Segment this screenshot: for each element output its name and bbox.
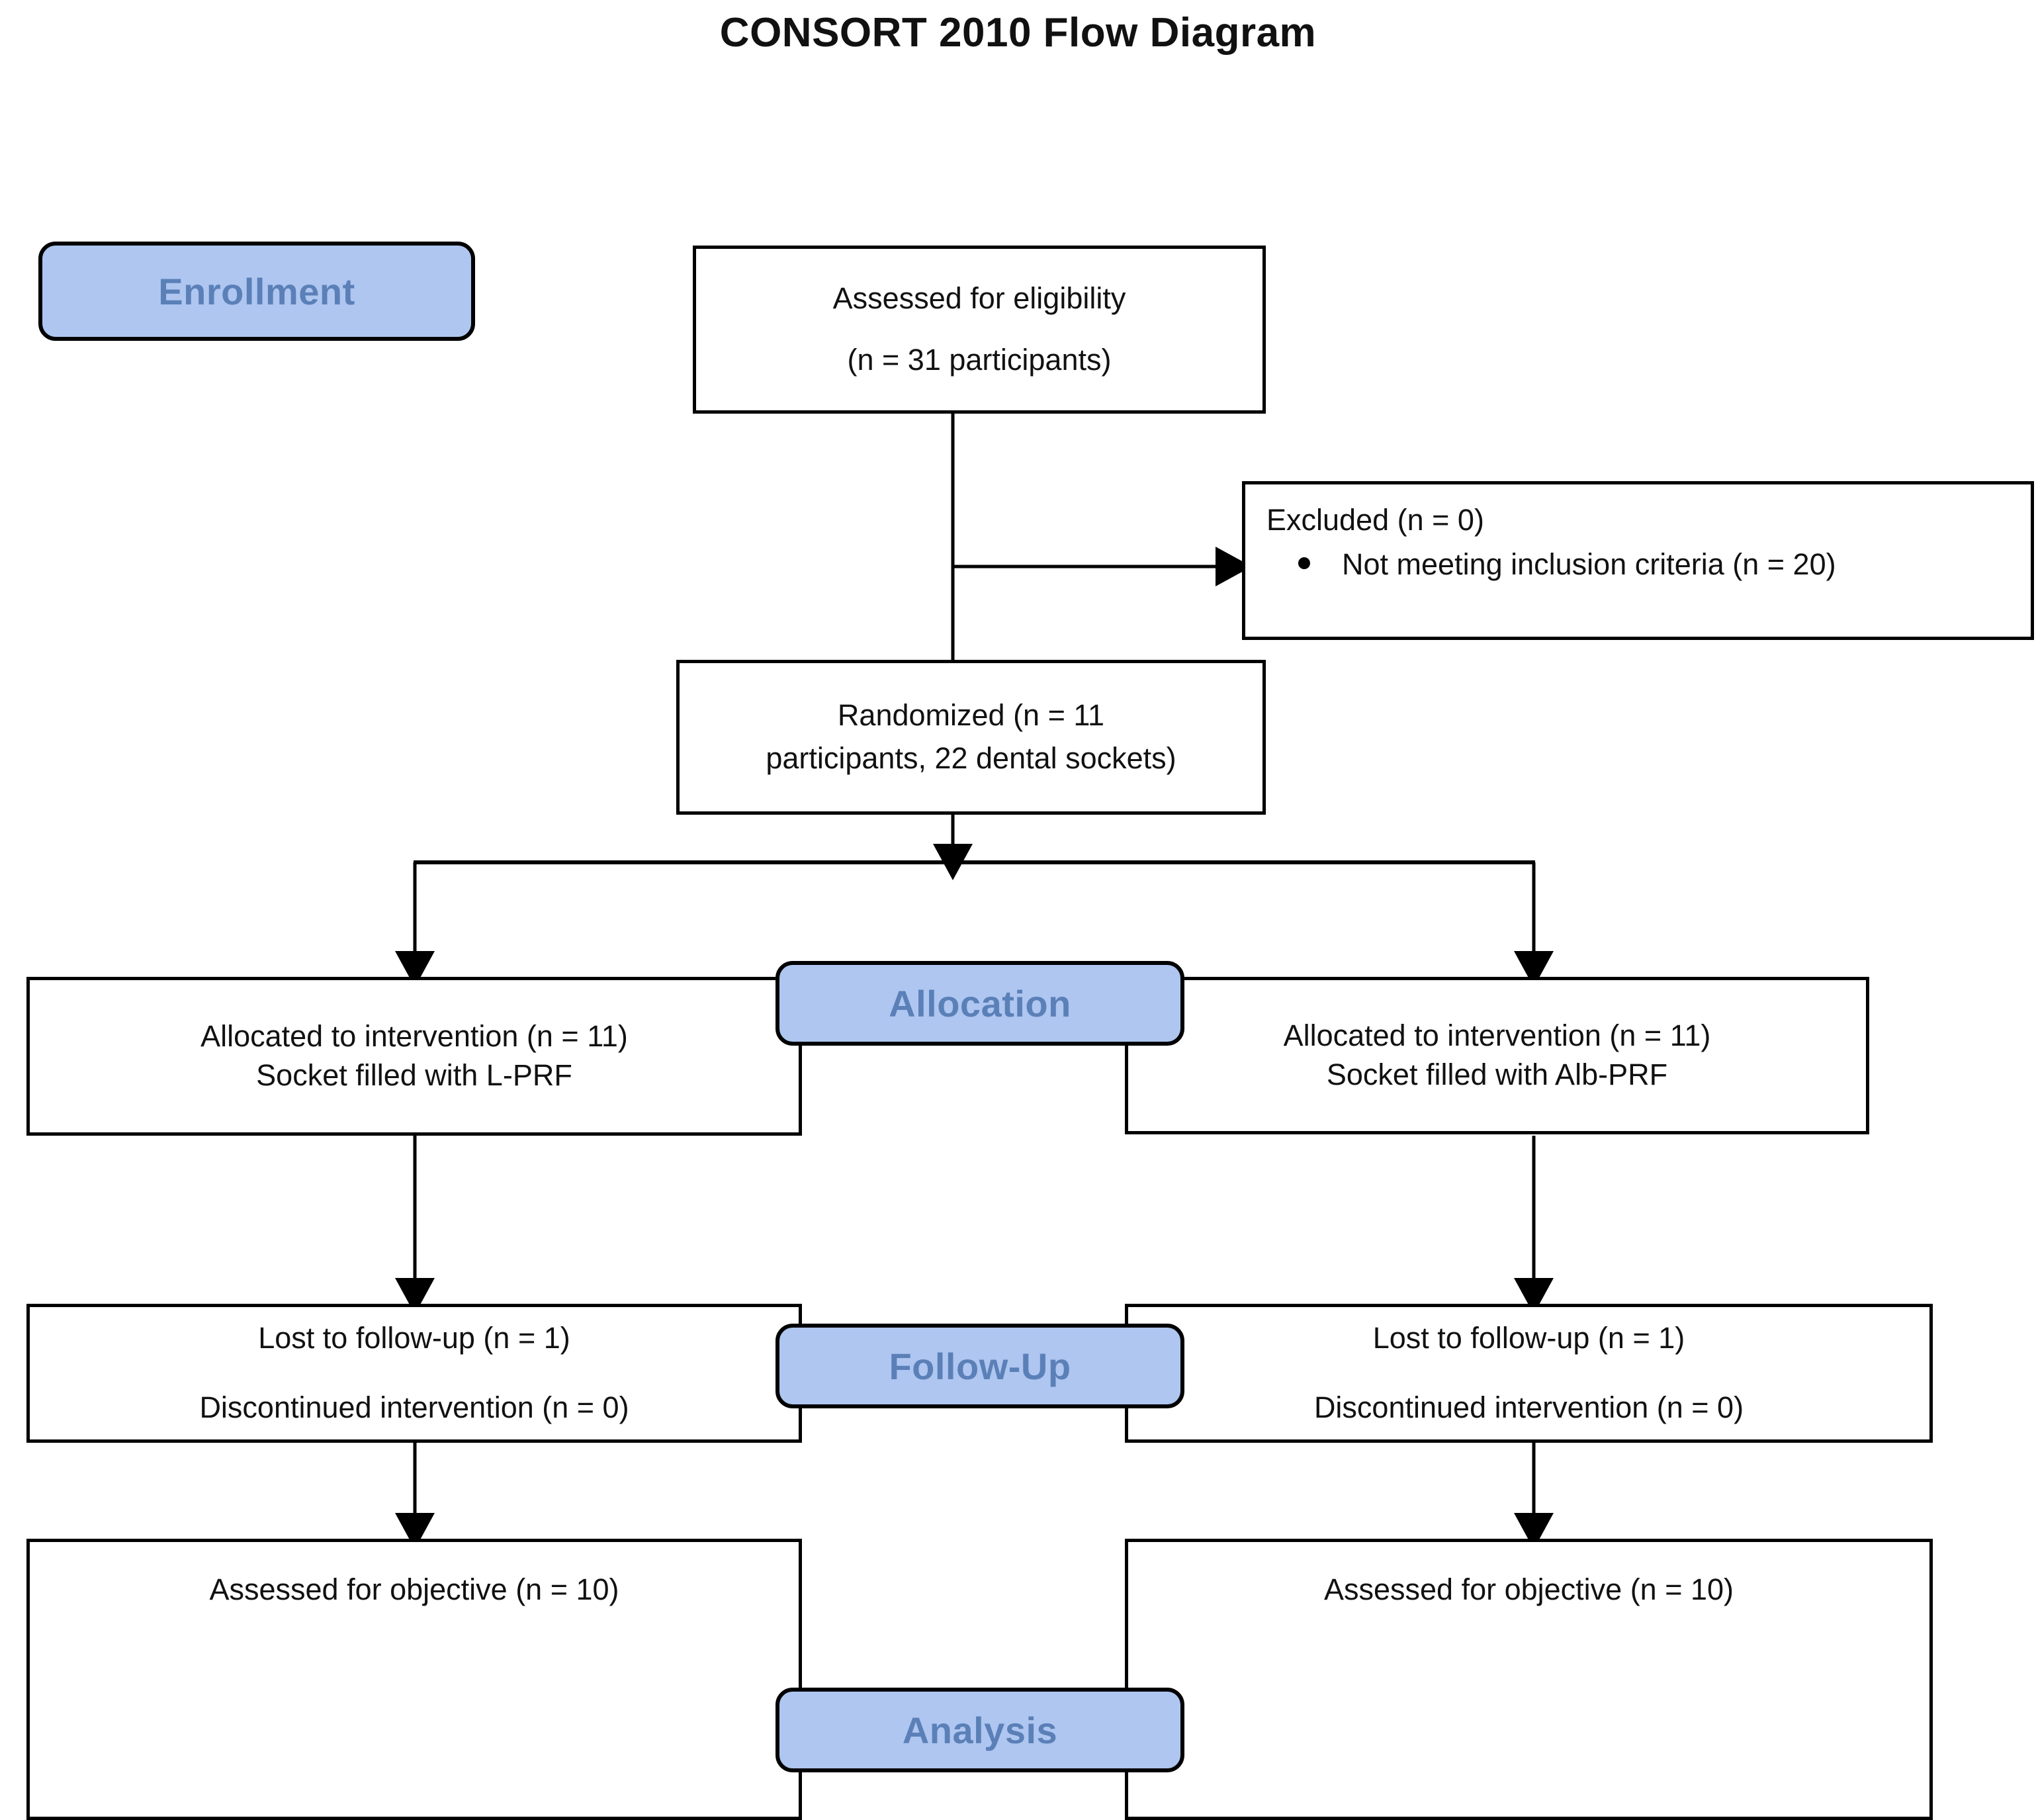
stage-badge-allocation: Allocation: [775, 961, 1184, 1046]
stage-badge-analysis-label: Analysis: [902, 1709, 1058, 1751]
allocation-left-line-1: Allocated to intervention (n = 11): [200, 1019, 628, 1054]
stage-badge-analysis: Analysis: [775, 1688, 1184, 1772]
allocation-right-line-1: Allocated to intervention (n = 11): [1283, 1019, 1711, 1053]
followup-right-line-1: Lost to follow-up (n = 1): [1372, 1321, 1685, 1355]
stage-badge-allocation-label: Allocation: [889, 982, 1071, 1024]
node-followup-right: Lost to follow-up (n = 1) Discontinued i…: [1125, 1304, 1933, 1443]
node-allocation-left: Allocated to intervention (n = 11) Socke…: [26, 977, 802, 1136]
stage-badge-followup: Follow-Up: [775, 1324, 1184, 1408]
node-assessed-for-eligibility: Assessed for eligibility (n = 31 partici…: [693, 246, 1266, 414]
node-allocation-right: Allocated to intervention (n = 11) Socke…: [1125, 977, 1869, 1134]
excluded-bullet-item: Not meeting inclusion criteria (n = 20): [1266, 539, 1836, 584]
eligibility-line-2: (n = 31 participants): [847, 343, 1112, 377]
node-excluded: Excluded (n = 0) Not meeting inclusion c…: [1242, 481, 2034, 640]
bullet-point-icon: [1298, 557, 1310, 569]
node-analysis-left: Assessed for objective (n = 10): [26, 1539, 802, 1820]
stage-badge-followup-label: Follow-Up: [889, 1345, 1071, 1387]
allocation-left-line-2: Socket filled with L-PRF: [256, 1058, 572, 1092]
eligibility-line-1: Assessed for eligibility: [832, 281, 1126, 316]
followup-left-line-2: Discontinued intervention (n = 0): [199, 1390, 629, 1424]
stage-badge-enrollment-label: Enrollment: [158, 270, 355, 312]
followup-left-line-1: Lost to follow-up (n = 1): [258, 1321, 570, 1355]
node-followup-left: Lost to follow-up (n = 1) Discontinued i…: [26, 1304, 802, 1443]
analysis-left-line-1: Assessed for objective (n = 10): [209, 1572, 619, 1606]
node-analysis-right: Assessed for objective (n = 10): [1125, 1539, 1933, 1820]
followup-right-line-2: Discontinued intervention (n = 0): [1313, 1390, 1744, 1424]
page-title: CONSORT 2010 Flow Diagram: [719, 10, 1317, 56]
excluded-heading: Excluded (n = 0): [1266, 503, 1484, 537]
node-randomized: Randomized (n = 11 participants, 22 dent…: [676, 660, 1266, 815]
randomized-line-1: Randomized (n = 11: [837, 698, 1105, 733]
excluded-bullet-1: Not meeting inclusion criteria (n = 20): [1342, 547, 1836, 581]
analysis-right-line-1: Assessed for objective (n = 10): [1323, 1572, 1734, 1606]
allocation-right-line-2: Socket filled with Alb-PRF: [1326, 1058, 1668, 1091]
randomized-line-2: participants, 22 dental sockets): [766, 741, 1176, 775]
stage-badge-enrollment: Enrollment: [38, 242, 475, 341]
